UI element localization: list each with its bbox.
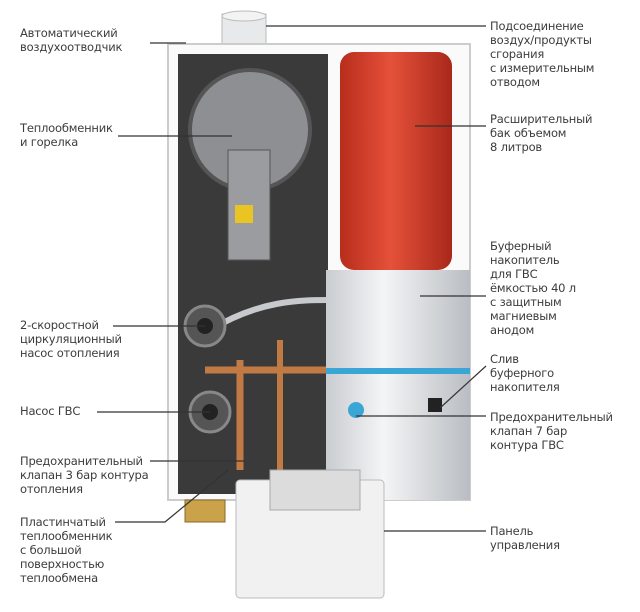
label-line: Предохранительный (20, 454, 143, 468)
label-line: буферного (490, 366, 554, 380)
label-line: теплообменник (20, 529, 113, 543)
label-line: поверхностью (20, 557, 105, 571)
label-line: воздухоотводчик (20, 40, 123, 54)
label-line: клапан 3 бар контура (20, 468, 149, 482)
label-control-panel: Панель управления (490, 524, 560, 552)
label-line: циркуляционный (20, 332, 122, 346)
label-line: Панель (490, 524, 534, 538)
label-line: 2-скоростной (20, 318, 99, 332)
expansion-tank (340, 52, 452, 270)
label-line: Предохранительный (490, 410, 613, 424)
label-line: магниевым (490, 309, 557, 323)
label-line: Теплообменник (20, 121, 113, 135)
label-drain: Слив буферного накопителя (490, 352, 560, 394)
label-line: Автоматический (20, 26, 118, 40)
label-plate-exchanger: Пластинчатый теплообменник с большой пов… (20, 515, 113, 585)
label-line: анодом (490, 323, 535, 337)
label-line: сгорания (490, 47, 545, 61)
label-line: Расширительный (490, 112, 593, 126)
label-air-vent: Автоматический воздухоотводчик (20, 26, 122, 54)
label-line: отопления (20, 482, 83, 496)
label-line: теплообмена (20, 571, 98, 585)
label-line: клапан 7 бар (490, 424, 568, 438)
leader-drain (439, 365, 487, 409)
label-buffer-tank: Буферный накопитель для ГВС ёмкостью 40 … (490, 239, 576, 337)
label-line: Слив (490, 352, 519, 366)
label-line: контура ГВС (490, 438, 564, 452)
label-line: с большой (20, 543, 82, 557)
label-line: накопитель (490, 253, 560, 267)
label-line: Подсоединение (490, 19, 584, 33)
label-line: и горелка (20, 135, 79, 149)
label-line: Пластинчатый (20, 515, 106, 529)
label-line: воздух/продукты (490, 33, 592, 47)
label-line: бак объемом (490, 126, 567, 140)
label-dhw-valve: Предохранительный клапан 7 бар контура Г… (490, 410, 613, 452)
label-line: Насос ГВС (20, 404, 81, 418)
label-line: накопителя (490, 380, 560, 394)
label-heat-exchanger: Теплообменник и горелка (20, 121, 113, 149)
buffer-tank (326, 270, 470, 500)
label-expansion-tank: Расширительный бак объемом 8 литров (490, 112, 592, 154)
label-flue: Подсоединение воздух/продукты сгорания с… (490, 19, 594, 89)
label-line: управления (490, 538, 560, 552)
label-line: Буферный (490, 239, 552, 253)
label-line: для ГВС (490, 267, 538, 281)
label-dhw-pump: Насос ГВС (20, 404, 80, 418)
label-line: отводом (490, 75, 540, 89)
leader-lines (97, 25, 487, 532)
plate-exchanger (184, 499, 226, 523)
label-heating-valve: Предохранительный клапан 3 бар контура о… (20, 454, 149, 496)
label-line: с защитным (490, 295, 562, 309)
label-line: насос отопления (20, 346, 120, 360)
label-line: 8 литров (490, 140, 543, 154)
label-heating-pump: 2-скоростной циркуляционный насос отопле… (20, 318, 122, 360)
label-line: ёмкостью 40 л (490, 281, 576, 295)
label-line: с измерительным (490, 61, 595, 75)
leader-plate-exchanger (115, 469, 229, 523)
